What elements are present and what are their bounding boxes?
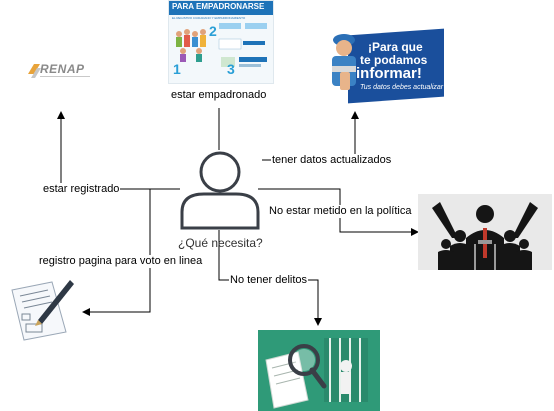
worker-icon bbox=[332, 34, 356, 90]
informar-line3: informar! bbox=[356, 65, 422, 82]
infographic-subtitle: EL REGISTRO CIUDADANO Y EMPADRONAMIENTO bbox=[172, 16, 246, 20]
edge-registro-pagina bbox=[82, 189, 151, 316]
signing-document-image bbox=[8, 276, 74, 342]
document-pen-icon bbox=[11, 280, 74, 341]
step-1: 1 bbox=[173, 61, 181, 77]
person-question-label: ¿Qué necesita? bbox=[178, 236, 263, 250]
politicians-image bbox=[418, 194, 552, 270]
empadronarse-infographic: PARA EMPADRONARSE EL REGISTRO CIUDADANO … bbox=[168, 0, 274, 84]
person-icon[interactable] bbox=[180, 150, 260, 230]
renap-logo: RENAP bbox=[26, 60, 96, 82]
informar-line1: ¡Para que bbox=[368, 40, 423, 54]
criminal-record-image bbox=[258, 330, 380, 411]
edge-registrado bbox=[57, 111, 180, 190]
label-registro-pagina: registro pagina para voto en linea bbox=[38, 255, 204, 268]
politicians-silhouette-icon bbox=[432, 202, 538, 270]
label-tener-datos: tener datos actualizados bbox=[271, 154, 393, 167]
infographic-title: PARA EMPADRONARSE bbox=[172, 2, 265, 11]
label-estar-empadronado: estar empadronado bbox=[170, 89, 268, 102]
renap-logo-text: RENAP bbox=[40, 62, 85, 76]
step-2: 2 bbox=[209, 23, 217, 39]
edge-actualizados bbox=[262, 111, 359, 161]
infographic-header bbox=[169, 1, 273, 15]
informar-banner: ¡Para que te podamos informar! Tus datos… bbox=[320, 28, 446, 104]
label-no-politica: No estar metido en la política bbox=[268, 205, 413, 218]
label-no-delitos: No tener delitos bbox=[229, 274, 309, 287]
renap-underline bbox=[40, 76, 90, 77]
jail-magnifier-icon bbox=[265, 338, 368, 409]
informar-line2: te podamos bbox=[360, 53, 428, 67]
renap-mark-icon bbox=[28, 64, 41, 78]
label-estar-registrado: estar registrado bbox=[42, 183, 121, 196]
informar-tagline: Tus datos debes actualizar bbox=[360, 84, 444, 91]
infographic-people-icon bbox=[176, 23, 267, 67]
step-3: 3 bbox=[227, 61, 235, 77]
